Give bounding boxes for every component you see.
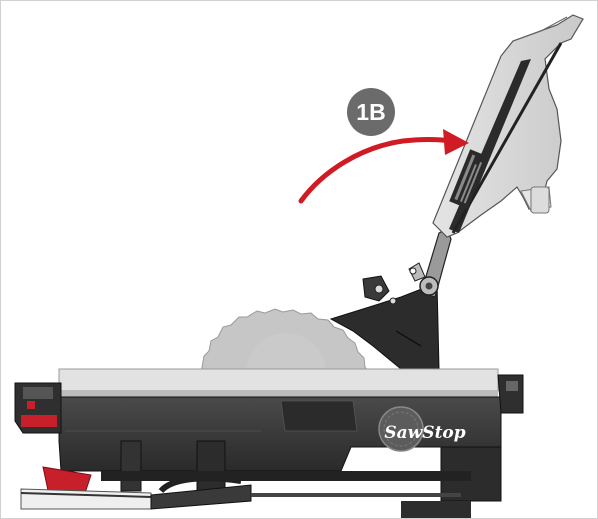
step-badge-label: 1B: [356, 99, 385, 125]
step-badge-icon: 1B: [347, 88, 395, 136]
sawstop-logo-icon: SawStop: [378, 406, 466, 452]
riving-knife-bracket: [329, 275, 440, 370]
stand-base: [20, 466, 471, 518]
sawstop-logo-text: SawStop: [384, 423, 465, 443]
right-end-cap: [497, 374, 524, 414]
blade-guard-arm: [408, 228, 452, 298]
saw-body: [58, 396, 502, 502]
rotation-arrow-icon: [298, 129, 469, 204]
blade-guard-raised: [432, 14, 584, 238]
left-rail-clamp: [14, 382, 62, 434]
table-top: [58, 368, 499, 397]
